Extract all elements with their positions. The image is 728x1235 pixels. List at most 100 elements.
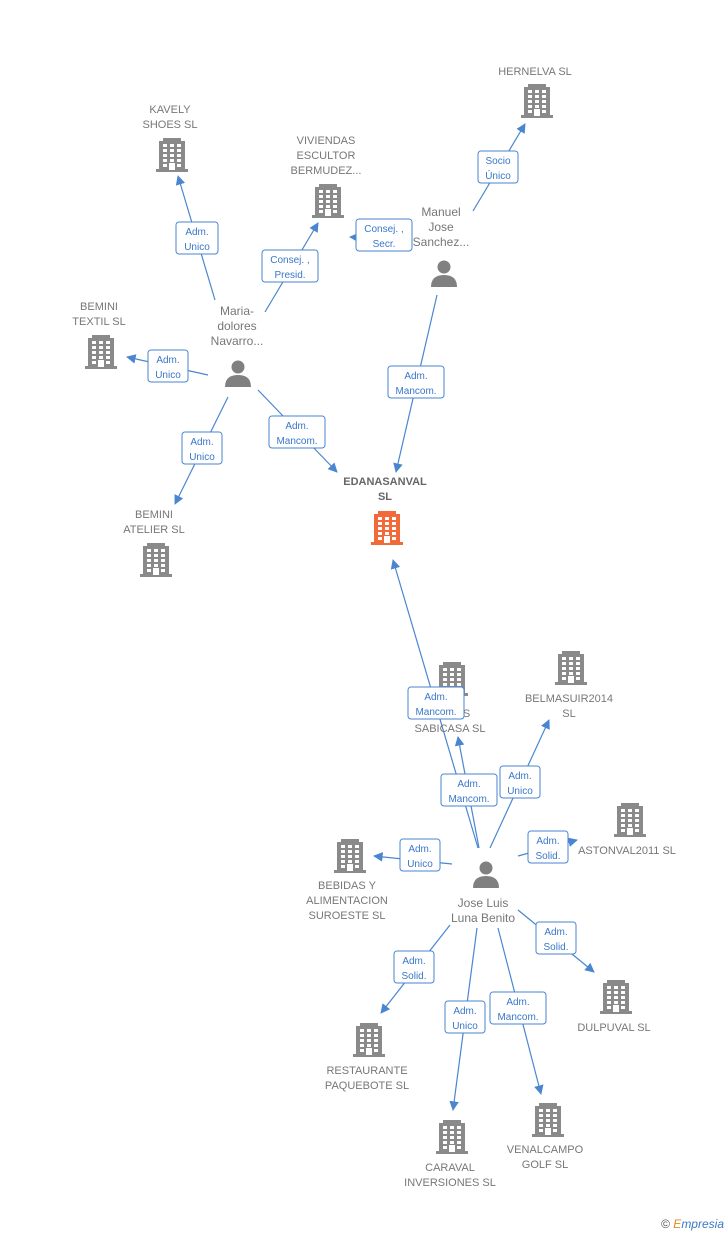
edge-label-box [387,365,445,399]
edge-label-text: Adm. [506,997,529,1008]
node-label-restaurante: RESTAURANTE [326,1065,407,1077]
edge-label-manuel-edanasanval[interactable]: Adm.Mancom. [387,365,445,399]
edge-label-text: Unico [452,1021,478,1032]
edge-label-box [147,349,189,383]
edge-label-text: Unico [184,242,210,253]
edge-label-text: Adm. [536,836,559,847]
edge-label-box [489,991,547,1025]
node-label-belmasuir: SL [562,708,575,720]
edge-label-box [499,765,541,799]
building-icon [521,84,553,118]
edge-label-box [535,921,577,955]
node-label-manuel: Manuel [421,205,460,219]
node-label-restaurante: PAQUEBOTE SL [325,1080,409,1092]
edge-label-text: Mancom. [276,436,317,447]
edge-label-maria-bemini_atelier[interactable]: Adm. Unico [181,431,223,465]
node-manuel[interactable]: ManuelJoseSanchez... [413,205,470,287]
building-icon [140,543,172,577]
edge-label-jose-bebidas[interactable]: Adm.Unico [399,838,441,872]
building-icon [555,651,587,685]
node-hernelva[interactable]: HERNELVA SL [498,66,572,118]
edge-label-jose-belmasuir[interactable]: Adm.Unico [499,765,541,799]
edge-label-jose-astonval[interactable]: Adm. Solid. [527,830,569,864]
edge-label-maria-kavely[interactable]: Adm. Unico [175,221,219,255]
node-label-manuel: Jose [428,220,454,234]
edge-label-jose-venalcampo[interactable]: Adm. Mancom. [489,991,547,1025]
edge-label-jose-caraval[interactable]: Adm. Unico [444,1000,486,1034]
edge-label-text: Consej. , [270,255,309,266]
edge-label-text: Solid. [543,942,568,953]
node-label-bebidas: ALIMENTACION [306,895,388,907]
edge-label-text: Adm. [457,779,480,790]
edge-label-text: Unico [189,452,215,463]
edge-label-text: Adm. [156,355,179,366]
edges-layer [126,123,595,1111]
edge-label-jose-dulpuval[interactable]: Adm.Solid. [535,921,577,955]
person-icon [431,260,457,287]
edge-label-text: Mancom. [497,1012,538,1023]
edge-label-text: Mancom. [448,794,489,805]
node-dulpuval[interactable]: DULPUVAL SL [577,980,651,1034]
node-label-bemini_atelier: BEMINI [135,509,173,521]
edge-label-text: Solid. [535,851,560,862]
building-icon [614,803,646,837]
footer-brand[interactable]: © Empresia [661,1217,724,1231]
node-label-caraval: CARAVAL [425,1162,475,1174]
edge-label-box [175,221,219,255]
edge-label-text: Consej. , [364,224,403,235]
edge-label-maria-edanasanval[interactable]: Adm.Mancom. [268,415,326,449]
node-label-venalcampo: VENALCAMPO [507,1144,584,1156]
node-maria[interactable]: Maria-doloresNavarro... [211,304,264,387]
edge-label-text: Secr. [373,239,396,250]
node-label-bebidas: BEBIDAS Y [318,880,377,892]
edge-label-text: Unico [407,859,433,870]
brand-name: mpresia [681,1217,724,1231]
edge-label-maria-viviendas[interactable]: Consej. ,Presid. [261,249,319,283]
edge-label-box [477,150,519,184]
node-bemini_textil[interactable]: BEMINI TEXTIL SL [72,301,126,369]
edge-label-text: Adm. [402,956,425,967]
node-label-astonval: ASTONVAL2011 SL [578,845,676,857]
edge-label-maria-bemini_textil[interactable]: Adm.Unico [147,349,189,383]
building-icon [600,980,632,1014]
node-label-edanasanval: EDANASANVAL [343,476,427,488]
edge-label-text: Adm. [190,437,213,448]
edge-label-text: Mancom. [395,386,436,397]
edge-label-text: Solid. [401,971,426,982]
edge-label-text: Adm. [185,227,208,238]
node-restaurante[interactable]: RESTAURANTE PAQUEBOTE SL [325,1023,409,1092]
building-icon [85,335,117,369]
node-label-bemini_textil: TEXTIL SL [72,316,125,328]
node-label-hernelva: HERNELVA SL [498,66,572,78]
edge-label-jose-edanasanval[interactable]: Adm.Mancom. [407,686,465,720]
edge-label-jose-sabicasa[interactable]: Adm. Mancom. [440,773,498,807]
node-viviendas[interactable]: VIVIENDASESCULTORBERMUDEZ... [291,135,362,218]
edge-label-text: Adm. [453,1006,476,1017]
node-label-manuel: Sanchez... [413,235,470,249]
node-astonval[interactable]: ASTONVAL2011 SL [578,803,676,857]
edge-label-manuel-viviendas[interactable]: Consej. , Secr. [355,218,413,252]
node-label-viviendas: VIVIENDAS [297,135,356,147]
node-label-viviendas: BERMUDEZ... [291,165,362,177]
node-label-kavely: SHOES SL [142,119,197,131]
node-label-jose: Luna Benito [451,911,515,925]
node-label-bemini_textil: BEMINI [80,301,118,313]
node-label-dulpuval: DULPUVAL SL [577,1022,650,1034]
edge-label-jose-restaurante[interactable]: Adm. Solid. [393,950,435,984]
node-label-sabicasa: SABICASA SL [415,723,486,735]
building-icon [334,839,366,873]
edge-label-text: Mancom. [415,707,456,718]
building-icon [312,184,344,218]
building-icon [436,1120,468,1154]
